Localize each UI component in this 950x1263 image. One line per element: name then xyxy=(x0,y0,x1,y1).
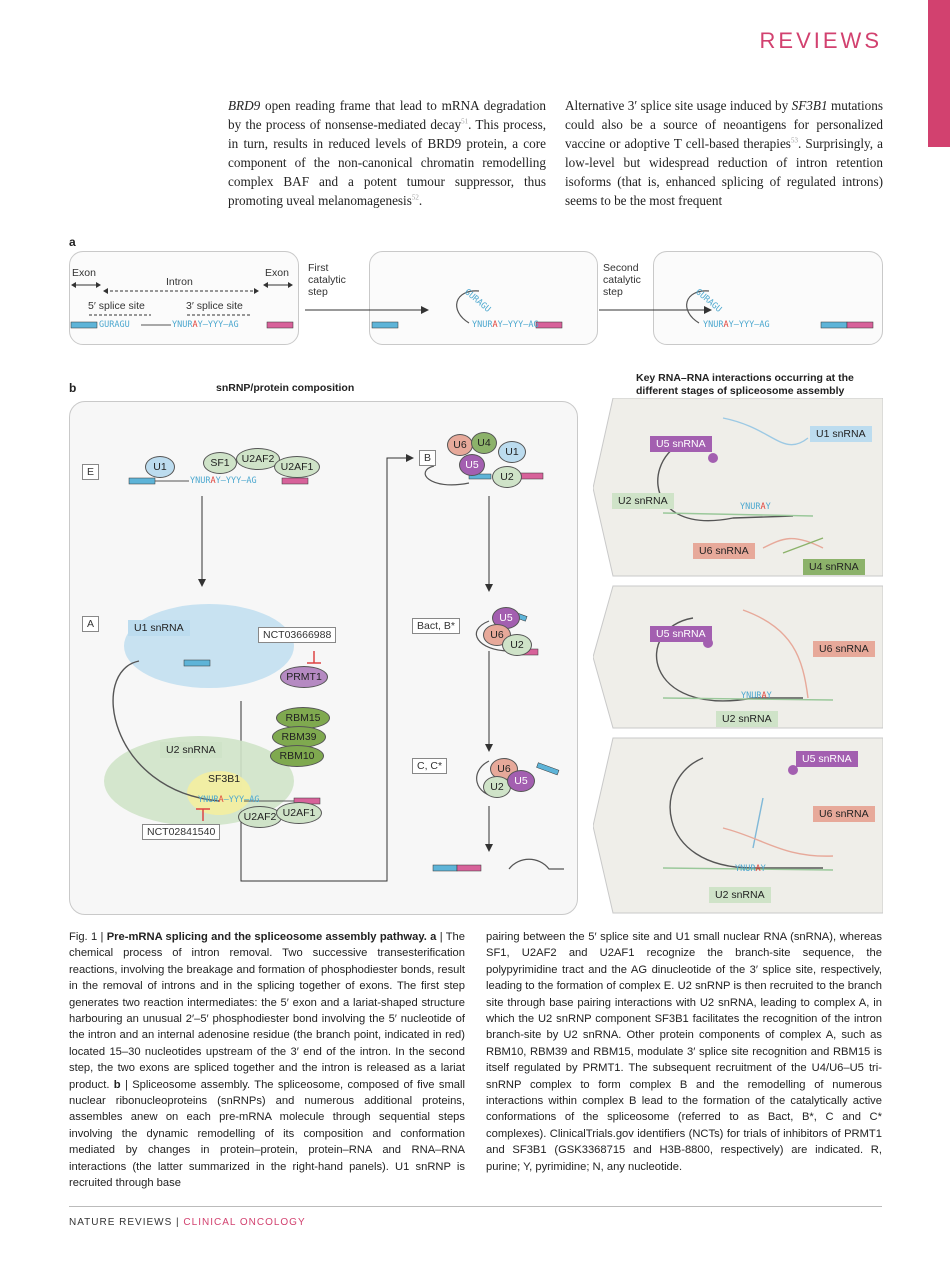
text: open reading frame that lead to mRNA deg… xyxy=(228,98,546,132)
seq-right-1: YNURAY xyxy=(740,502,771,512)
caption-fig: Fig. 1 | xyxy=(69,931,107,943)
panel-a-drawing xyxy=(70,282,874,329)
step1-label: First catalytic step xyxy=(308,262,346,298)
panel-b-label: b xyxy=(69,381,77,395)
seq-branch: YNURAY—YYY—AG xyxy=(172,320,239,330)
u1-snrna-label: U1 snRNA xyxy=(128,620,190,636)
seq-5ss: GURAGU xyxy=(99,320,130,330)
sf3b1-label: SF3B1 xyxy=(208,773,241,785)
body-column-right: Alternative 3′ splice site usage induced… xyxy=(565,96,883,210)
seq-right-2: YNURAY xyxy=(741,691,772,701)
text: . xyxy=(418,193,423,208)
panel-a-label: a xyxy=(69,235,76,249)
u6-snrna-label-1: U6 snRNA xyxy=(693,543,755,559)
u5-snrna-label-2: U5 snRNA xyxy=(650,626,712,642)
text: Alternative 3′ splice site usage induced… xyxy=(565,98,792,113)
u5-protein-b: U5 xyxy=(459,454,485,476)
exon-right-label: Exon xyxy=(265,267,289,279)
caption-b-text: | Spliceosome assembly. The spliceosome,… xyxy=(69,1078,465,1190)
text: mutations could also be a source of neoa… xyxy=(565,98,883,151)
panel-b-right-title: Key RNA–RNA interactions occurring at th… xyxy=(636,372,854,397)
panel-a-box-2 xyxy=(369,251,598,345)
prmt1-protein: PRMT1 xyxy=(280,666,328,688)
u2-protein-bact: U2 xyxy=(502,634,532,656)
u2-snrna-label: U2 snRNA xyxy=(160,742,222,758)
u2af1-protein-a: U2AF1 xyxy=(276,802,322,824)
u2af2-protein: U2AF2 xyxy=(236,448,280,470)
step2-label: Second catalytic step xyxy=(603,262,641,298)
u5-snrna-label-1: U5 snRNA xyxy=(650,436,712,452)
figure-caption-right: pairing between the 5′ splice site and U… xyxy=(486,931,882,1173)
u4-protein-b: U4 xyxy=(471,432,497,454)
complex-e-label: E xyxy=(82,464,100,480)
caption-b-label: b xyxy=(113,1078,121,1091)
u2-protein-c: U2 xyxy=(483,776,511,798)
text: . This process, in turn, results in redu… xyxy=(228,117,546,208)
u1-protein-b: U1 xyxy=(498,441,526,463)
u2-snrna-label-2: U2 snRNA xyxy=(716,711,778,727)
u2-snrna-label-1: U2 snRNA xyxy=(612,493,674,509)
u2-snrna-label-3: U2 snRNA xyxy=(709,887,771,903)
u6-snrna-label-3: U6 snRNA xyxy=(813,806,875,822)
u2af1-protein: U2AF1 xyxy=(274,456,320,478)
nct-sf3b1-label[interactable]: NCT02841540 xyxy=(142,824,221,840)
body-column-left: BRD9 open reading frame that lead to mRN… xyxy=(228,96,546,210)
gene-name: BRD9 xyxy=(228,98,261,113)
u5-protein-c: U5 xyxy=(507,770,535,792)
u1-snrna-label-1: U1 snRNA xyxy=(810,426,872,442)
rbm15-protein: RBM15 xyxy=(276,707,330,729)
exon-left-label: Exon xyxy=(72,267,96,279)
ss3-label: 3′ splice site xyxy=(186,300,243,312)
page-header: REVIEWS xyxy=(759,28,882,53)
intron-label: Intron xyxy=(166,276,193,288)
panel-a-box-1 xyxy=(69,251,299,345)
caption-a-label: a xyxy=(430,931,437,943)
sf1-protein: SF1 xyxy=(203,452,237,474)
complex-c-label: C, C* xyxy=(412,758,448,774)
footer-section: CLINICAL ONCOLOGY xyxy=(183,1217,306,1228)
reference[interactable]: 53 xyxy=(790,136,798,145)
panel-b-title: snRNP/protein composition xyxy=(216,382,355,394)
seq-branch-3: YNURAY—YYY—AG xyxy=(703,320,770,330)
u5-protein-bact: U5 xyxy=(492,607,520,629)
caption-a-text: | The chemical process of intron removal… xyxy=(69,931,466,1091)
seq-complex-a: YNURA—YYY—AG xyxy=(198,795,260,805)
footer-journal: NATURE REVIEWS | xyxy=(69,1217,184,1228)
caption-title: Pre-mRNA splicing and the spliceosome as… xyxy=(106,931,427,943)
u6-protein-b: U6 xyxy=(447,434,473,456)
complex-b-label: B xyxy=(419,450,437,466)
text: . Surprisingly, a low-level but widespre… xyxy=(565,136,883,208)
u1-protein: U1 xyxy=(145,456,175,478)
u5-snrna-label-3: U5 snRNA xyxy=(796,751,858,767)
u2-protein-b: U2 xyxy=(492,466,522,488)
figure-caption-left: Fig. 1 | Pre-mRNA splicing and the splic… xyxy=(69,929,465,1192)
complex-bact-label: Bact, B* xyxy=(412,618,460,634)
gene-name: SF3B1 xyxy=(791,98,828,113)
u2af2-protein-a: U2AF2 xyxy=(238,806,282,828)
rbm10-protein: RBM10 xyxy=(270,745,324,767)
seq-right-3: YNURAY xyxy=(735,864,766,874)
reference[interactable]: 52 xyxy=(411,193,419,202)
panel-a-box-3 xyxy=(653,251,883,345)
ss5-label: 5′ splice site xyxy=(88,300,145,312)
page-footer: NATURE REVIEWS | CLINICAL ONCOLOGY xyxy=(69,1217,306,1228)
complex-a-label: A xyxy=(82,616,100,632)
section-tab xyxy=(928,0,950,147)
reference[interactable]: 51 xyxy=(461,117,469,126)
seq-complex-e: YNURAY—YYY—AG xyxy=(190,476,257,486)
u4-snrna-label-1: U4 snRNA xyxy=(803,559,865,575)
nct-prmt1-label[interactable]: NCT03666988 xyxy=(258,627,337,643)
u6-snrna-label-2: U6 snRNA xyxy=(813,641,875,657)
right-panels-bg xyxy=(593,398,883,914)
footer-rule xyxy=(69,1206,882,1207)
seq-branch-2: YNURAY—YYY—AG xyxy=(472,320,539,330)
